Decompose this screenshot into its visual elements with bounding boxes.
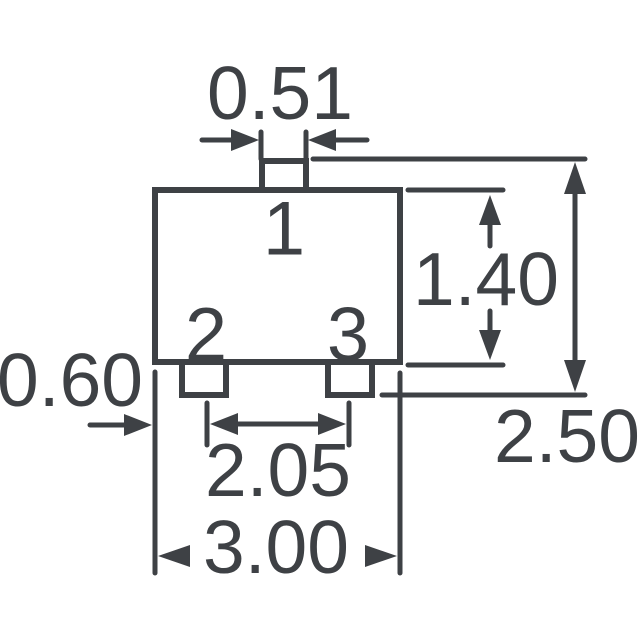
bottom-left-lead-outline [179,362,229,398]
dimension-label-bottom-lead-width: 0.60 [0,338,143,422]
arrowhead-left-icon [158,545,190,567]
arrowhead-down-icon [479,330,501,360]
arrowhead-up-icon [479,195,501,225]
dimension-lines-group [87,129,588,576]
component-outline-group [152,158,403,398]
dimension-label-overall-height: 2.50 [494,394,640,478]
arrowhead-up-icon [564,162,586,194]
bottom-right-lead-outline [325,362,375,398]
arrowhead-right-icon [318,413,346,435]
arrowhead-down-icon [564,360,586,392]
labels-group: 0.51 1.40 2.50 0.60 2.05 3.00 1 2 3 [0,51,640,589]
pin-2-label: 2 [185,293,227,378]
arrowhead-right-icon [365,545,397,567]
arrowhead-right-icon [231,129,259,151]
dimension-label-lead-pitch: 2.05 [205,428,351,512]
arrowhead-right-icon [124,414,152,436]
arrowhead-left-icon [210,413,238,435]
arrowheads-group [124,129,586,567]
arrowhead-left-icon [308,129,336,151]
dimension-label-body-height: 1.40 [413,237,559,321]
pin-3-label: 3 [327,293,369,378]
pin-1-label: 1 [263,187,305,272]
dimension-label-body-width: 3.00 [203,505,349,589]
dimension-label-top-lead-width: 0.51 [207,51,353,135]
component-body-outline [152,187,403,365]
top-lead-outline [259,158,309,190]
